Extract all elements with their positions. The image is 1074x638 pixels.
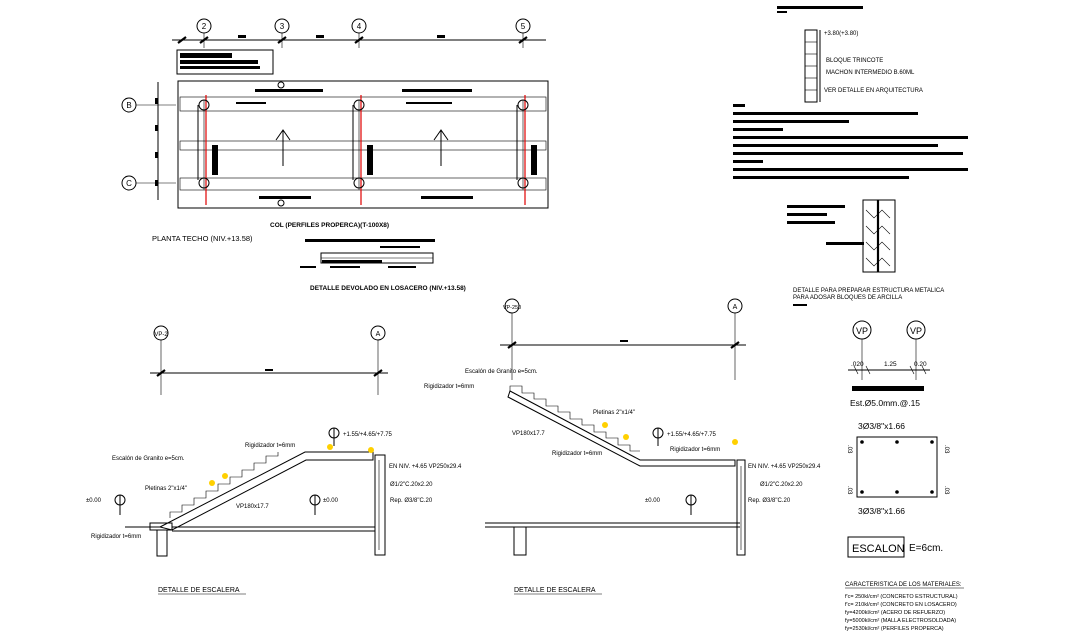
losacero-detail: DETALLE DEVOLADO EN LOSACERO (NIV.+13.58… (300, 239, 466, 292)
materials-line-2: f'c= 210kl/cm² (CONCRETO EN LOSACERO) (845, 602, 957, 608)
stair-left-granite: Escalón de Granito e=5cm. (112, 456, 185, 462)
materials-legend: CARACTERISTICA DE LOS MATERIALES: f'c= 2… (845, 582, 964, 632)
step-side-dim-right-top: .03 (943, 445, 949, 454)
stair-right-axis-label: VP-250 (503, 305, 521, 311)
materials-title: CARACTERISTICA DE LOS MATERIALES: (845, 582, 962, 588)
axis-label-c: C (126, 179, 132, 188)
stair-left-axis-a: A (376, 331, 381, 338)
stair-left: VP-2 A Rigidizador t=6mm Escal (86, 325, 462, 595)
step-stirrup: Est.Ø5.0mm.@.15 (850, 398, 920, 408)
stair-left-level-top: +1.55/+4.65/+7.75 (343, 432, 393, 438)
stair-right-rigidizador-top: Rigidizador t=6mm (424, 384, 474, 390)
stair-left-level-mid: ±0.00 (323, 498, 339, 504)
wall-caption-2: PARA ADOSAR BLOQUES DE ARCILLA (793, 295, 902, 301)
stair-right-beam: EN NIV. +4.65 VP250x29.4 (748, 464, 821, 470)
axis-label-4: 4 (357, 22, 362, 31)
stair-left-level-left: ±0.00 (86, 498, 102, 504)
stair-right-granite: Escalón de Granito e=5cm. (465, 369, 538, 375)
axis-label-3: 3 (280, 22, 285, 31)
step-bubble-1: VP (856, 326, 868, 336)
stair-left-rebar-2: Rep. Ø3/8"C.20 (390, 498, 433, 504)
stair-left-rebar-1: Ø1/2"C.20x2.20 (390, 482, 433, 488)
step-side-dim-left-top: .03 (846, 445, 852, 454)
stair-left-rigidizador-top: Rigidizador t=6mm (245, 443, 295, 449)
stair-left-axis-label: VP-2 (154, 332, 168, 338)
stair-left-rigidizador-bottom: Rigidizador t=6mm (91, 534, 141, 540)
wall-detail: +3.80(+3.80) BLOQUE TRINCOTE MACHON INTE… (733, 6, 968, 306)
losacero-detail-title: DETALLE DEVOLADO EN LOSACERO (NIV.+13.58… (310, 285, 466, 292)
step-dim-3: 0.20 (914, 361, 927, 368)
stair-left-pletinas: Pletinas 2"x1/4" (145, 486, 187, 492)
stair-right-rigidizador-mid: Rigidizador t=6mm (552, 451, 602, 457)
stair-left-title: DETALLE DE ESCALERA (158, 587, 240, 594)
step-detail: VP VP .020 1.25 0.20 Est.Ø5.0mm.@.15 3Ø3… (846, 320, 949, 558)
roof-plan: 2 3 4 5 B C (121, 18, 549, 243)
column-section-title: COL (PERFILES PROPERCA)(T-100X8) (270, 222, 389, 229)
stair-right-title: DETALLE DE ESCALERA (514, 587, 596, 594)
stair-left-beam: EN NIV. +4.65 VP250x29.4 (389, 464, 462, 470)
stair-right-level-left: ±0.00 (645, 498, 661, 504)
stair-right-rigidizador-low: Rigidizador t=6mm (670, 447, 720, 453)
stair-right-rebar-2: Rep. Ø3/8"C.20 (748, 498, 791, 504)
materials-line-4: fy=5000kl/cm² (MALLA ELECTROSOLDADA) (845, 618, 956, 624)
roof-plan-caption: PLANTA TECHO (NIV.+13.58) (152, 234, 253, 243)
wall-note-3: VER DETALLE EN ARQUITECTURA (824, 88, 923, 94)
step-bar-top: 3Ø3/8"x1.66 (858, 421, 905, 431)
axis-label-2: 2 (202, 22, 207, 31)
wall-level: +3.80(+3.80) (824, 31, 858, 37)
wall-note-1: BLOQUE TRINCOTE (826, 58, 883, 64)
step-side-dim-left-bottom: .03 (846, 486, 852, 495)
step-side-dim-right-bottom: .03 (943, 486, 949, 495)
wall-caption-1: DETALLE PARA PREPARAR ESTRUCTURA METALIC… (793, 288, 944, 294)
step-bubble-2: VP (910, 326, 922, 336)
stair-right-pletinas: Pletinas 2"x1/4" (593, 410, 635, 416)
stair-left-vp: VP180x17.7 (236, 504, 269, 510)
stair-right-rebar-1: Ø1/2"C.20x2.20 (760, 482, 803, 488)
materials-line-1: f'c= 250kl/cm² (CONCRETO ESTRUCTURAL) (845, 594, 958, 600)
axis-label-5: 5 (521, 22, 526, 31)
step-label-e: E=6cm. (909, 543, 943, 554)
stair-right-level-top: +1.55/+4.65/+7.75 (667, 432, 717, 438)
stair-right-axis-a: A (733, 304, 738, 311)
axis-label-b: B (126, 101, 131, 110)
step-dim-1: .020 (851, 361, 864, 368)
step-label-box: ESCALON (852, 543, 905, 555)
step-dim-2: 1.25 (884, 361, 897, 368)
stair-right-vp: VP180x17.7 (512, 431, 545, 437)
materials-line-5: fy=2530kl/cm² (PERFILES PROPERCA) (845, 626, 944, 632)
stair-right: VP-250 A Escalón de Granito e=5cm. Rigid… (424, 298, 821, 595)
materials-line-3: fy=4200kl/cm² (ACERO DE REFUERZO) (845, 610, 945, 616)
step-bar-bottom: 3Ø3/8"x1.66 (858, 506, 905, 516)
wall-note-2: MACHON INTERMEDIO B.60ML (826, 70, 915, 76)
